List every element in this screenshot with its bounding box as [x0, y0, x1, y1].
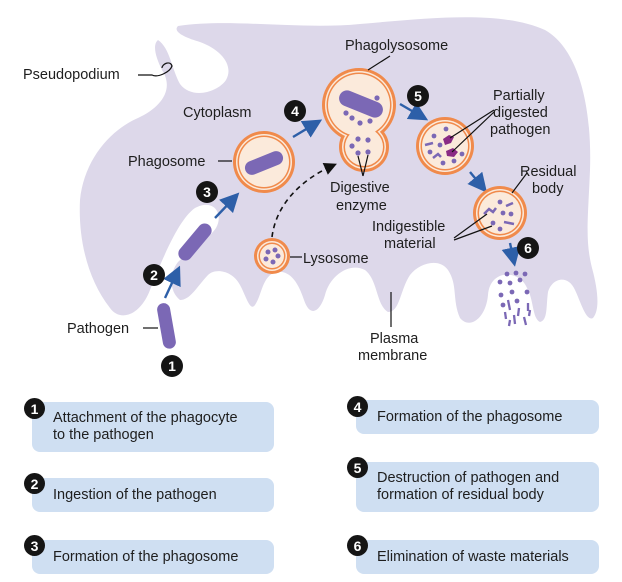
arrow-to-residual	[467, 171, 488, 193]
label-partially-2: digested	[493, 105, 548, 121]
diagram-badge-1: 1	[161, 355, 183, 377]
step-4-badge: 4	[347, 396, 368, 417]
step-4-text: Formation of the phagosome	[377, 408, 563, 425]
label-indigestible-1: Indigestible	[372, 219, 445, 235]
svg-text:3: 3	[203, 184, 211, 200]
step-1-line-2: to the pathogen	[53, 427, 154, 443]
label-plasma-1: Plasma	[370, 331, 419, 347]
residual-body	[473, 186, 527, 240]
label-digestive-enzyme-2: enzyme	[336, 198, 387, 214]
step-2-text: Ingestion of the pathogen	[53, 486, 217, 503]
svg-text:1: 1	[168, 358, 176, 374]
svg-text:6: 6	[524, 240, 532, 256]
label-indigestible-2: material	[384, 236, 436, 252]
arrow-step3	[214, 192, 240, 219]
step-5-badge: 5	[347, 457, 368, 478]
step-1-line-1: Attachment of the phagocyte	[53, 410, 238, 426]
step-6-badge: 6	[347, 535, 368, 556]
phagocyte-cell	[79, 17, 598, 323]
arrow-step4	[292, 119, 323, 139]
step-2-badge: 2	[24, 473, 45, 494]
label-lysosome: Lysosome	[303, 251, 369, 267]
svg-text:4: 4	[291, 103, 299, 119]
lysosome	[254, 238, 290, 274]
label-phagosome: Phagosome	[128, 154, 205, 170]
pseudopodium-leader	[138, 62, 173, 77]
pathogen-stage1	[157, 303, 176, 349]
label-pseudopodium: Pseudopodium	[23, 67, 120, 83]
svg-text:2: 2	[150, 267, 158, 283]
diagram-badge-6: 6	[517, 237, 539, 259]
arrow-lysosome-fusion	[271, 163, 337, 238]
diagram-badge-4: 4	[284, 100, 306, 122]
label-partially-1: Partially	[493, 88, 545, 104]
step-2: Ingestion of the pathogen	[32, 478, 274, 512]
pathogen-stage2	[178, 223, 212, 261]
label-digestive-enzyme-1: Digestive	[330, 180, 390, 196]
phagolysosome	[322, 68, 396, 172]
step-3: Formation of the phagosome	[32, 540, 274, 574]
step-6: Elimination of waste materials	[356, 540, 599, 574]
step-3-badge: 3	[24, 535, 45, 556]
phagosome	[233, 131, 295, 193]
label-pathogen: Pathogen	[67, 321, 129, 337]
label-plasma-2: membrane	[358, 348, 427, 364]
label-partially-3: pathogen	[490, 122, 550, 138]
arrow-step2	[163, 265, 181, 299]
label-cytoplasm: Cytoplasm	[183, 105, 252, 121]
digesting-vesicle	[416, 117, 474, 175]
diagram-badge-3: 3	[196, 181, 218, 203]
arrow-step5	[399, 102, 429, 121]
step-5-line-2: formation of residual body	[377, 487, 544, 503]
diagram-badge-2: 2	[143, 264, 165, 286]
arrow-step6	[501, 242, 521, 267]
step-5-line-1: Destruction of pathogen and	[377, 470, 560, 486]
step-1-badge: 1	[24, 398, 45, 419]
step-3-text: Formation of the phagosome	[53, 548, 239, 565]
step-6-text: Elimination of waste materials	[377, 548, 569, 565]
label-residual-1: Residual	[520, 164, 576, 180]
expelled-waste	[497, 270, 532, 327]
label-residual-2: body	[532, 181, 564, 197]
diagram-badge-5: 5	[407, 85, 429, 107]
svg-text:5: 5	[414, 88, 422, 104]
step-4: Formation of the phagosome	[356, 400, 599, 434]
label-phagolysosome: Phagolysosome	[345, 38, 448, 54]
